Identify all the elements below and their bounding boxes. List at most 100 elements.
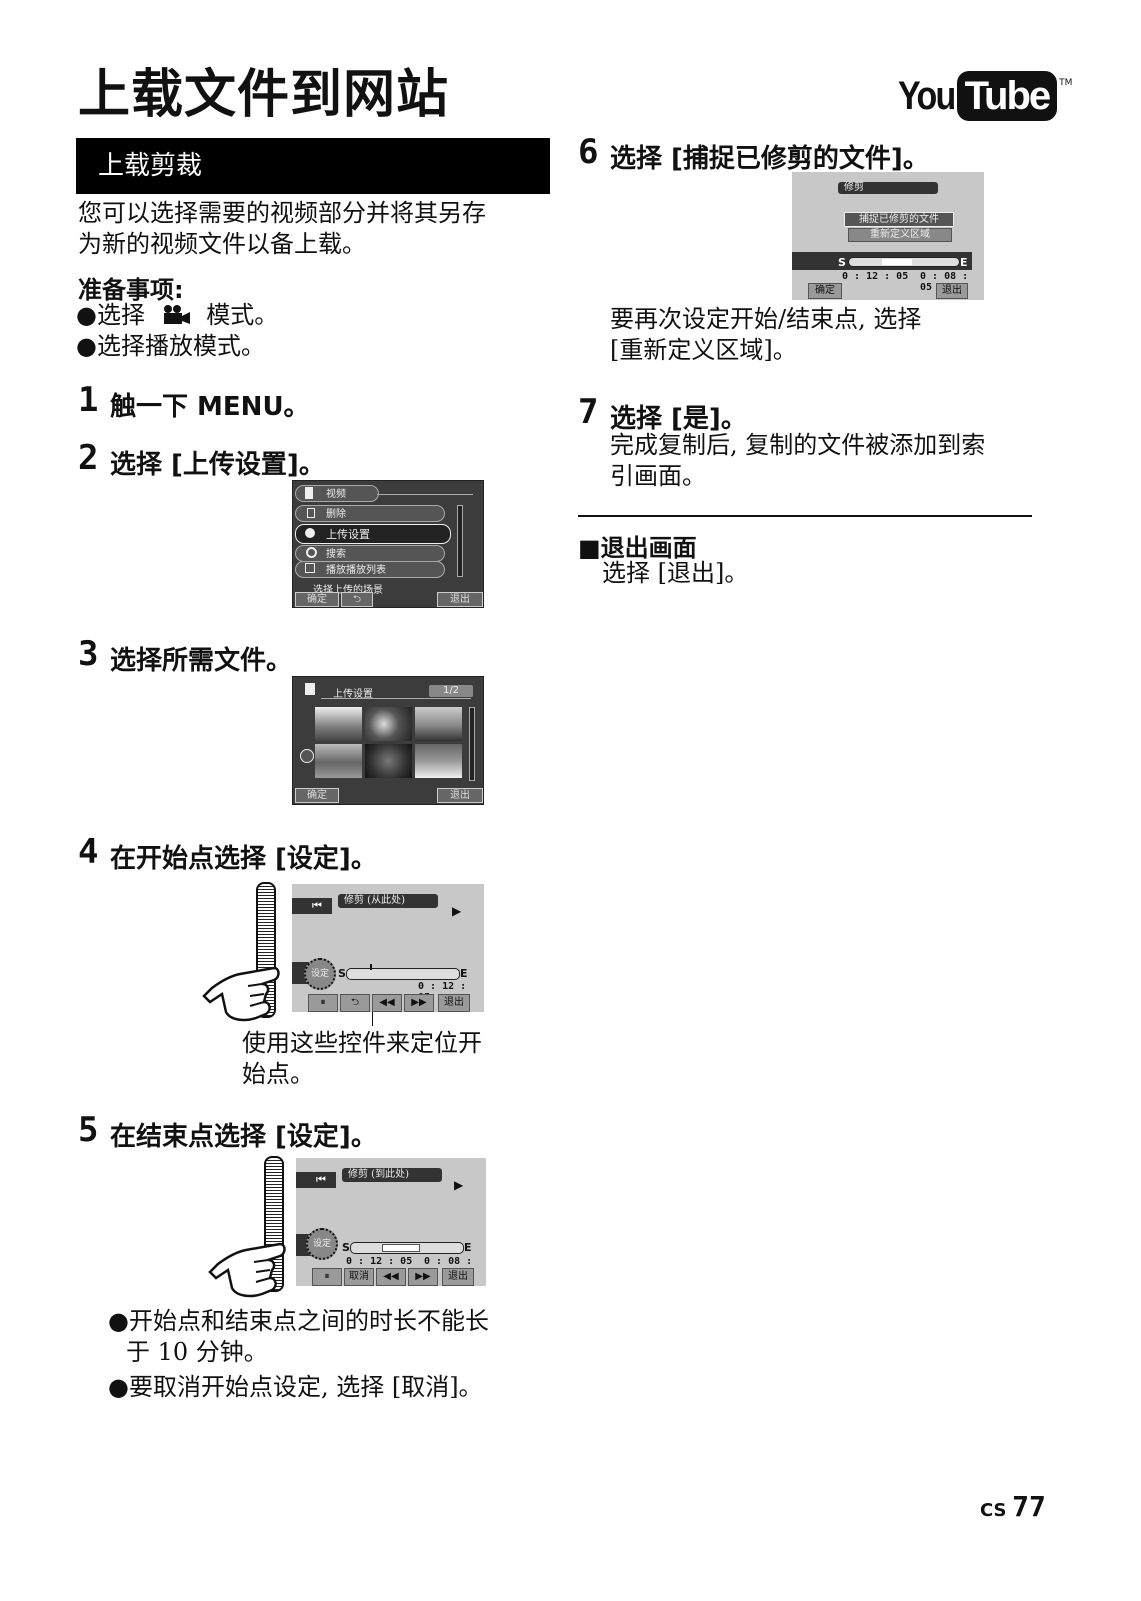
thumbnail[interactable] [365, 707, 412, 741]
trim-label: 修剪 (到此处) [342, 1168, 442, 1182]
step6-note: 要再次设定开始/结束点, 选择 [重新定义区域]。 [610, 304, 921, 366]
skip-back-button[interactable] [296, 1172, 336, 1188]
return-button[interactable]: ⮌ [340, 994, 370, 1012]
page-title: 上载文件到网站 [78, 65, 450, 125]
intro-text: 您可以选择需要的视频部分并将其另存 为新的视频文件以备上载。 [78, 198, 548, 260]
return-arrow-icon: ⮌ [350, 997, 359, 1008]
ok-button[interactable]: 确定 [295, 592, 339, 607]
note-line: 要再次设定开始/结束点, 选择 [610, 305, 922, 333]
note-line: 使用这些控件来定位开 [242, 1029, 482, 1057]
note-line: ●开始点和结束点之间的时长不能长 [108, 1307, 489, 1335]
set-button[interactable]: 设定 [306, 1228, 338, 1260]
menu-item-playlist[interactable]: 播放播放列表 [295, 561, 445, 578]
trim-range [882, 259, 912, 265]
search-icon [306, 547, 317, 558]
index-scrollbar[interactable] [469, 707, 475, 781]
step-number: 3 [78, 634, 99, 674]
note-line: 完成复制后, 复制的文件被添加到索 [610, 431, 986, 459]
back-button[interactable]: ⮌ [341, 592, 373, 607]
pause-button[interactable]: ⏸ [308, 994, 338, 1012]
note-line: [重新定义区域]。 [610, 336, 797, 364]
exit-text: 选择 [退出]。 [602, 559, 749, 587]
step-text: 选择 [捕捉已修剪的文件]。 [610, 144, 929, 174]
pause-icon: ⏸ [320, 997, 326, 1008]
menu-item-label: 上传设置 [326, 528, 370, 541]
note-line: 引画面。 [610, 462, 706, 490]
trim-timebar[interactable] [346, 968, 460, 980]
exit-button[interactable]: 退出 [442, 1268, 474, 1286]
step5-notes: ●开始点和结束点之间的时长不能长 于 10 分钟。 ●要取消开始点设定, 选择 … [108, 1306, 489, 1403]
exit-button[interactable]: 退出 [437, 788, 483, 803]
step-text: 在结束点选择 [设定]。 [110, 1122, 377, 1152]
rewind-button[interactable]: ◀◀ [376, 1268, 406, 1286]
date-index-icon[interactable] [300, 749, 314, 763]
trim-end-screen: ⏮ 修剪 (到此处) ▶ 设定 S E 0 : 12 : 05 0 : 08 :… [296, 1158, 486, 1286]
note-line: 始点。 [242, 1060, 314, 1088]
ok-button[interactable]: 确定 [295, 788, 339, 803]
step-text: 触一下 MENU。 [110, 392, 310, 422]
exit-button[interactable]: 退出 [936, 283, 968, 299]
step-number: 4 [78, 832, 99, 872]
page-footer: CS 77 [980, 1490, 1046, 1523]
skip-back-button[interactable] [292, 898, 332, 914]
capture-trimmed-file-option[interactable]: 捕捉已修剪的文件 [844, 212, 954, 227]
step-text: 选择 [上传设置]。 [110, 450, 325, 480]
fast-forward-button[interactable]: ▶▶ [404, 994, 434, 1012]
menu-item-upload-settings[interactable]: 上传设置 [295, 524, 451, 544]
cancel-button[interactable]: 取消 [344, 1268, 374, 1286]
pause-button[interactable]: ⏸ [312, 1268, 342, 1286]
intro-line: 您可以选择需要的视频部分并将其另存 [78, 199, 486, 227]
menu-item-video[interactable]: 视频 [295, 485, 379, 502]
youtube-logo-you: You [898, 73, 956, 118]
menu-scrollbar[interactable] [457, 505, 463, 577]
prep-item-label: 模式。 [206, 301, 279, 329]
set-button[interactable]: 设定 [304, 958, 336, 990]
skip-back-icon: ⏮ [316, 1173, 326, 1186]
end-marker: E [960, 256, 968, 269]
step-number: 2 [78, 438, 99, 478]
start-marker: S [342, 1241, 350, 1254]
step-number: 6 [578, 132, 599, 172]
menu-item-label: 视频 [326, 489, 346, 500]
pause-icon: ⏸ [324, 1271, 330, 1282]
trim-confirm-screen: 修剪 捕捉已修剪的文件 重新定义区域 S E 0 : 12 : 05 0 : 0… [792, 172, 984, 300]
menu-item-label: 搜索 [326, 549, 346, 560]
rewind-button[interactable]: ◀◀ [372, 994, 402, 1012]
menu-item-search[interactable]: 搜索 [295, 545, 445, 562]
thumbnail[interactable] [415, 744, 462, 778]
section-divider [578, 515, 1032, 517]
fast-forward-icon: ▶▶ [415, 1271, 431, 1282]
end-marker: E [460, 967, 468, 980]
exit-button[interactable]: 退出 [437, 592, 483, 607]
exit-button[interactable]: 退出 [438, 994, 470, 1012]
trim-label: 修剪 (从此处) [338, 894, 438, 908]
step-number: 1 [78, 380, 99, 420]
step7-note: 完成复制后, 复制的文件被添加到索 引画面。 [610, 430, 985, 492]
step-text: 选择 [是]。 [610, 404, 747, 434]
menu-item-label: 删除 [326, 509, 346, 520]
thumbnail[interactable] [315, 744, 362, 778]
thumbnail[interactable] [415, 707, 462, 741]
intro-line: 为新的视频文件以备上载。 [78, 230, 366, 258]
step-number: 5 [78, 1110, 99, 1150]
ok-button[interactable]: 确定 [808, 283, 842, 299]
callout-line [372, 1012, 373, 1026]
video-icon [305, 487, 313, 499]
trim-start-screen: ⏮ 修剪 (从此处) ▶ 设定 S E 0 : 12 : 05 ⏸ ⮌ ◀◀ ▶… [292, 884, 484, 1012]
rewind-icon: ◀◀ [379, 997, 395, 1008]
youtube-logo-tm: TM [1059, 78, 1073, 88]
section-header: 上载剪裁 [76, 138, 550, 194]
menu-item-label: 播放播放列表 [326, 565, 386, 576]
index-title: 上传设置 [333, 689, 373, 700]
language-code: CS [980, 1500, 1007, 1521]
start-marker: S [338, 967, 346, 980]
fast-forward-button[interactable]: ▶▶ [408, 1268, 438, 1286]
time-end: 0 : 08 : 05 [920, 271, 969, 293]
redefine-range-option[interactable]: 重新定义区域 [848, 228, 952, 242]
menu-item-delete[interactable]: 删除 [295, 505, 445, 522]
step-number: 7 [578, 392, 599, 432]
thumbnail[interactable] [315, 707, 362, 741]
step-text: 在开始点选择 [设定]。 [110, 844, 377, 874]
time-start: 0 : 12 : 05 [842, 271, 909, 282]
thumbnail[interactable] [365, 744, 412, 778]
